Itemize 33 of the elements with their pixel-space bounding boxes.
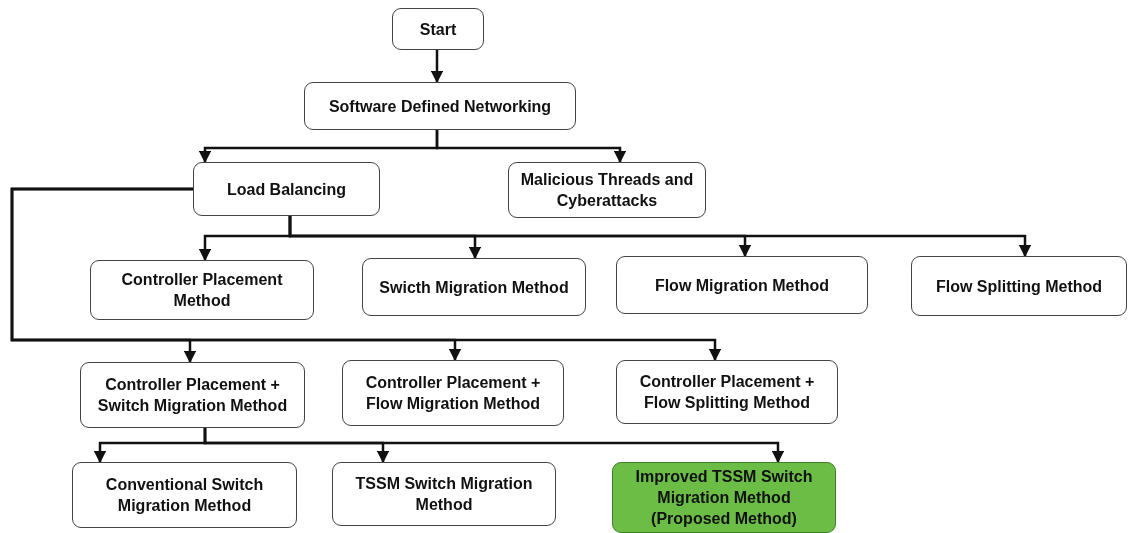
node-label: Improved TSSM Switch Migration Method (Proposed Method)	[634, 467, 814, 529]
node-label: Software Defined Networking	[328, 96, 552, 117]
node-label: Swicth Migration Method	[379, 277, 569, 298]
node-label: Start	[419, 19, 457, 40]
connector-arrow	[435, 130, 627, 164]
process-box	[362, 258, 586, 316]
node-label: Conventional Switch Migration Method	[104, 475, 265, 516]
node-label: Flow Migration Method	[654, 275, 830, 296]
process-box	[72, 462, 297, 528]
process-box	[332, 462, 556, 526]
process-box	[90, 260, 314, 320]
node-label: Controller Placement + Switch Migration Method	[96, 375, 289, 416]
node-label: Malicious Threads and Cyberattacks	[519, 170, 695, 211]
process-box	[80, 362, 305, 428]
connector-arrow	[430, 50, 444, 84]
process-box	[304, 82, 576, 130]
process-box	[342, 360, 564, 426]
node-label: Load Balancing	[226, 179, 347, 200]
process-box	[911, 256, 1127, 316]
node-label: TSSM Switch Migration Method	[354, 474, 534, 515]
node-label: Controller Placement + Flow Splitting Method	[638, 372, 816, 413]
process-box	[193, 162, 380, 216]
process-box	[616, 256, 868, 314]
node-label: Flow Splitting Method	[935, 276, 1103, 297]
process-box	[508, 162, 706, 218]
node-label: Controller Placement + Flow Migration Method	[364, 373, 542, 414]
highlighted-process-box	[612, 462, 836, 533]
connector-arrow	[10, 187, 722, 362]
process-box	[616, 360, 838, 424]
node-label: Controller Placement Method	[120, 270, 284, 311]
connector-arrow	[203, 428, 785, 464]
process-box	[392, 8, 484, 50]
connector-arrow	[288, 216, 1032, 258]
